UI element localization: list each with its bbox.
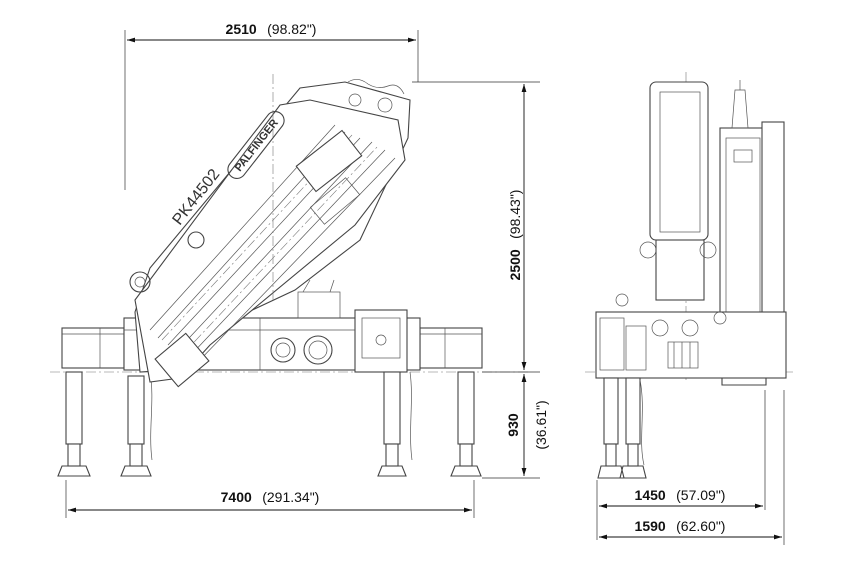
svg-text:1450 (57.09"): 1450 (57.09") <box>635 487 726 504</box>
dim-leg-height: 930 (36.61") <box>482 374 549 479</box>
width-inner-inch: (57.09") <box>676 487 725 503</box>
svg-text:1590 (62.60"): 1590 (62.60") <box>635 518 726 535</box>
outrigger-beam-right <box>419 327 483 369</box>
svg-text:7400 (291.34"): 7400 (291.34") <box>221 489 320 506</box>
front-view: 1450 (57.09") 1590 (62.60") <box>585 72 795 545</box>
top-width-inch: (98.82") <box>267 21 316 37</box>
span-inch: (291.34") <box>262 489 319 505</box>
top-width-mm: 2510 <box>226 21 257 37</box>
span-mm: 7400 <box>221 489 252 505</box>
leg-height-inch: (36.61") <box>533 400 549 449</box>
svg-text:2500 (98.43"): 2500 (98.43") <box>507 190 524 281</box>
dim-height: 2500 (98.43") <box>412 81 540 373</box>
stabilizer-legs-side <box>57 371 482 477</box>
dim-top-width: 2510 (98.82") <box>124 21 419 190</box>
dim-width-outer: 1590 (62.60") <box>599 390 785 545</box>
leg-height-mm: 930 <box>505 413 521 437</box>
width-outer-inch: (62.60") <box>676 518 725 534</box>
width-outer-mm: 1590 <box>635 518 666 534</box>
height-mm: 2500 <box>507 249 523 280</box>
front-base <box>595 293 787 379</box>
dim-outrigger-span: 7400 (291.34") <box>65 480 475 518</box>
front-column <box>639 81 717 301</box>
outrigger-beam-left <box>61 327 125 369</box>
width-inner-mm: 1450 <box>635 487 666 503</box>
side-view: PALFINGER PK44502 2510 (98.82") 2500 (98… <box>50 21 549 518</box>
front-legs <box>597 377 647 479</box>
dim-width-inner: 1450 (57.09") <box>596 390 766 540</box>
height-inch: (98.43") <box>507 190 523 239</box>
svg-text:2510 (98.82"): 2510 (98.82") <box>226 21 317 38</box>
